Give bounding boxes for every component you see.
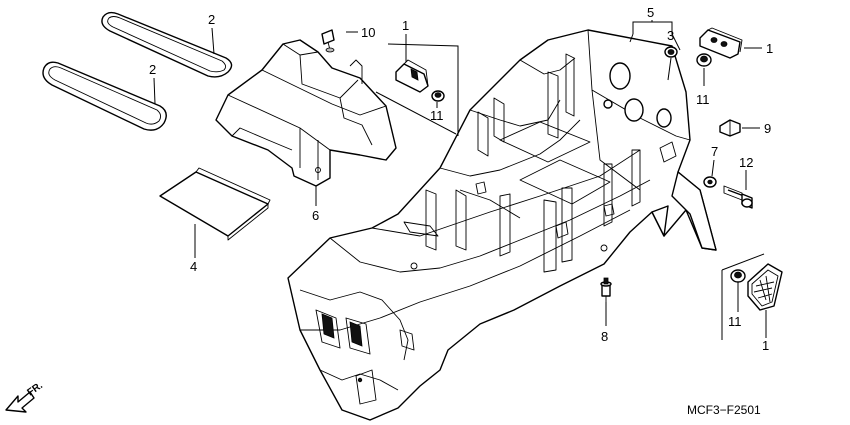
- leader-lines: [153, 20, 767, 340]
- bolt-part-10: [321, 29, 335, 53]
- callout-12: 12: [739, 155, 753, 170]
- nut-part-11-bottom: [730, 269, 746, 283]
- callout-6: 6: [312, 208, 319, 223]
- lower-pad-part-1: [747, 263, 783, 311]
- callout-1-top-pad: 1: [766, 41, 773, 56]
- callout-11-bracket: 11: [430, 108, 444, 123]
- callout-2-lower-seal: 2: [149, 62, 156, 77]
- bolt-part-12: [723, 185, 753, 209]
- callout-4: 4: [190, 259, 197, 274]
- callout-labels: 2 2 4 6 10 1 11 5 3 1 11 9 7 12 8 11 1: [149, 5, 773, 353]
- nut-part-11-bracket: [431, 90, 445, 102]
- callout-8: 8: [601, 329, 608, 344]
- callout-11-bottom: 11: [728, 314, 742, 329]
- callout-3: 3: [667, 28, 674, 43]
- callout-9: 9: [764, 121, 771, 136]
- pad-sheet: [159, 167, 271, 241]
- clip-part-9: [719, 119, 741, 137]
- rear-fender-body: [287, 29, 717, 421]
- callout-1-bottom-pad: 1: [762, 338, 769, 353]
- bracket-part-1: [395, 59, 429, 93]
- callout-5: 5: [647, 5, 654, 20]
- diagram-code: MCF3−F2501: [687, 403, 761, 417]
- callout-2-top-seal: 2: [208, 12, 215, 27]
- callout-1-top-bracket: 1: [402, 18, 409, 33]
- grommet-part-3: [664, 46, 678, 58]
- pin-part-8: [600, 277, 612, 302]
- seal-strip-lower: [42, 61, 167, 131]
- callout-11-pad: 11: [696, 92, 710, 107]
- seal-strip-upper: [101, 11, 233, 78]
- washer-part-7: [703, 176, 717, 188]
- front-direction-arrow: FR.: [5, 380, 45, 413]
- callout-10: 10: [361, 25, 375, 40]
- rubber-pad-part-1: [699, 27, 743, 59]
- nut-part-11-pad: [696, 53, 712, 67]
- cover-tray: [215, 39, 397, 187]
- callout-7: 7: [711, 144, 718, 159]
